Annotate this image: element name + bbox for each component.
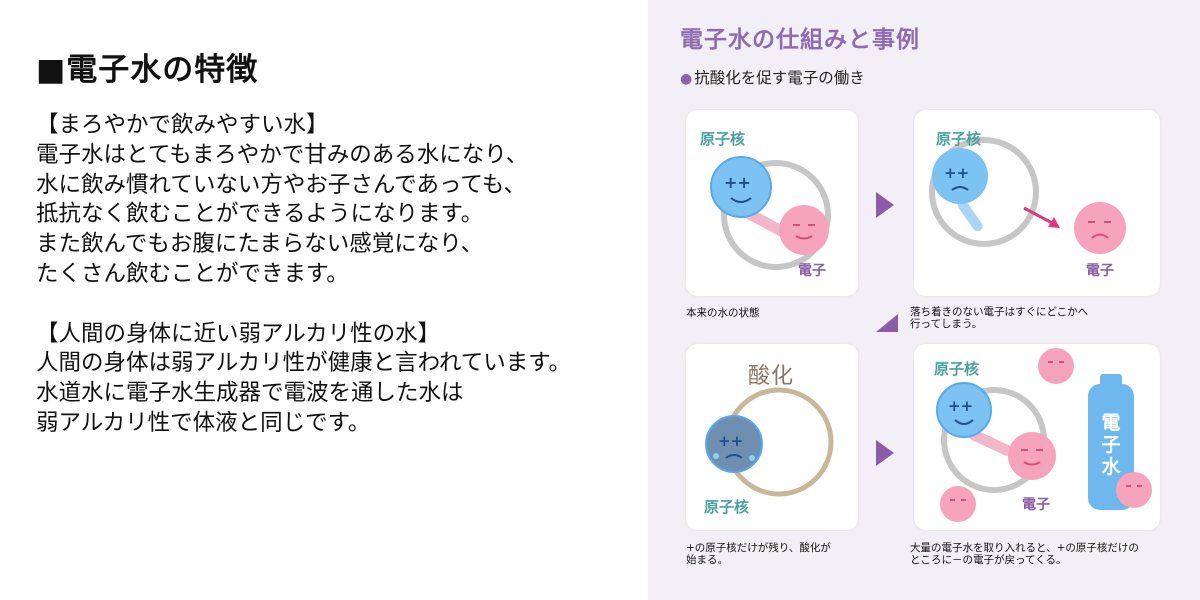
svg-text:++: ++	[944, 164, 969, 182]
nucleus-label: 原子核	[700, 130, 746, 148]
mechanism-diagram: 電子水の仕組みと事例 ●抗酸化を促す電子の働き ++ 原子核 電子 本来の水の状…	[648, 0, 1200, 600]
diagram-subtitle: ●抗酸化を促す電子の働き	[680, 66, 865, 88]
caption-line: 行ってしまう。	[910, 318, 983, 330]
caption-line: 落ち着きのない電子はすぐにどこかへ	[910, 306, 1089, 318]
feature-line: 抵抗なく飲むことができるようになります。	[36, 201, 484, 228]
bottle-label: 電子水	[1101, 412, 1121, 478]
caption-electron-water: 大量の電子水を取り入れると、+の原子核だけの ところに－の電子が戻ってくる。	[910, 542, 1139, 566]
subtitle-text: 抗酸化を促す電子の働き	[694, 69, 865, 87]
atom-illustration: ++	[929, 137, 1126, 254]
diagram-title: 電子水の仕組みと事例	[680, 27, 920, 53]
nucleus-label: 原子核	[704, 498, 750, 516]
feature-line: 弱アルカリ性で体液と同じです。	[36, 409, 371, 436]
nucleus-label: 原子核	[936, 130, 982, 148]
feature-line: たくさん飲むことができます。	[36, 260, 349, 287]
feature-line-blank	[36, 290, 648, 320]
left-text-panel: ■電子水の特徴 【まろやかで飲みやすい水】 電子水はとてもまろやかで甘みのある水…	[36, 52, 648, 439]
oxidation-label: 酸化	[748, 364, 795, 389]
panel-electron-water: ++ 原子核 電子 電子水	[914, 344, 1160, 530]
caption-restless-electron: 落ち着きのない電子はすぐにどこかへ 行ってしまう。	[910, 306, 1088, 330]
atom-illustration: ++	[710, 156, 831, 270]
electron-label: 電子	[798, 263, 826, 279]
panel-normal-state: ++ 原子核 電子	[686, 110, 858, 296]
caption-line: ところに－の電子が戻ってくる。	[910, 554, 1067, 566]
feature-line: また飲んでもお腹にたまらない感覚になり、	[36, 231, 484, 258]
next-arrow-icon	[876, 192, 894, 218]
svg-text:++: ++	[724, 173, 751, 192]
next-arrow-icon	[876, 314, 898, 332]
panel-oxidation: ++ 酸化 原子核	[686, 344, 858, 530]
atom-illustration: ++	[705, 387, 834, 497]
feature-line: 【まろやかで飲みやすい水】	[36, 112, 329, 138]
feature-line: 電子水はとてもまろやかで甘みのある水になり、	[36, 141, 529, 168]
page-heading: ■電子水の特徴	[36, 52, 259, 88]
feature-line: 人間の身体は弱アルカリ性が健康と言われています。	[36, 350, 572, 377]
svg-text:++: ++	[948, 397, 973, 415]
next-arrow-icon	[876, 440, 894, 466]
feature-description: 【まろやかで飲みやすい水】 電子水はとてもまろやかで甘みのある水になり、 水に飲…	[36, 111, 648, 439]
nucleus-label: 原子核	[934, 360, 980, 378]
electron-label: 電子	[1022, 497, 1050, 513]
caption-line: +の原子核だけが残り、酸化が	[686, 542, 831, 554]
bullet-icon: ●	[680, 71, 693, 87]
caption-line: 始まる。	[686, 554, 728, 566]
feature-line: 【人間の身体に近い弱アルカリ性の水】	[36, 320, 441, 347]
electron-label: 電子	[1086, 263, 1114, 279]
feature-line: 水道水に電子水生成器で電波を通した水は	[36, 380, 464, 407]
atom-illustration: ++	[936, 348, 1152, 522]
caption-normal-state: 本来の水の状態	[686, 307, 760, 319]
panel-restless-electron: ++ 原子核 電子	[914, 110, 1160, 296]
caption-line: 大量の電子水を取り入れると、+の原子核だけの	[910, 542, 1139, 554]
feature-line: 水に飲み慣れていない方やお子さんであっても、	[36, 171, 527, 198]
caption-oxidation: +の原子核だけが残り、酸化が 始まる。	[686, 542, 831, 566]
svg-text:++: ++	[718, 432, 743, 450]
